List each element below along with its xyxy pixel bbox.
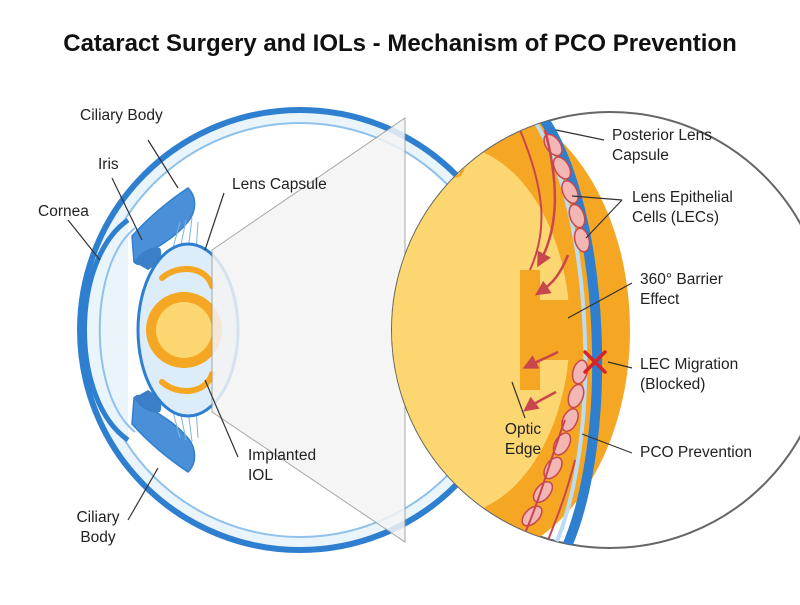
label-line: Posterior Lens bbox=[612, 127, 712, 144]
blocked-x-icon bbox=[583, 350, 607, 374]
zoom-detail bbox=[391, 111, 800, 549]
lec-cells-upper bbox=[543, 133, 591, 253]
label-line: PCO Prevention bbox=[640, 444, 752, 461]
label-optic-edge: Optic Edge bbox=[494, 420, 552, 460]
label-line: LEC Migration bbox=[640, 356, 739, 373]
label-lens-epithelial-cells: Lens Epithelial Cells (LECs) bbox=[632, 188, 733, 228]
label-line: Implanted bbox=[248, 447, 317, 464]
label-line: Cells (LECs) bbox=[632, 209, 719, 226]
implanted-iol-shape bbox=[146, 265, 222, 395]
label-line: Cornea bbox=[38, 203, 89, 220]
label-line: Body bbox=[80, 529, 116, 546]
label-barrier-effect: 360° Barrier Effect bbox=[640, 270, 723, 310]
label-pco-prevention: PCO Prevention bbox=[640, 443, 752, 463]
label-cornea: Cornea bbox=[38, 202, 89, 222]
label-posterior-lens-capsule: Posterior Lens Capsule bbox=[612, 126, 712, 166]
capsule-fibers bbox=[519, 129, 576, 548]
label-line: Optic bbox=[504, 421, 542, 438]
migration-arrows bbox=[522, 129, 570, 412]
label-line: Lens Epithelial bbox=[632, 189, 733, 206]
label-lec-migration: LEC Migration (Blocked) bbox=[640, 355, 738, 395]
label-line: Effect bbox=[640, 291, 680, 308]
label-line: Ciliary bbox=[76, 509, 120, 526]
label-iris: Iris bbox=[98, 155, 119, 175]
label-line: Ciliary Body bbox=[80, 107, 163, 124]
label-ciliary-body-bottom: Ciliary Body bbox=[66, 508, 130, 548]
label-line: Iris bbox=[98, 156, 119, 173]
cornea-shape bbox=[82, 217, 130, 443]
leader-lines bbox=[67, 129, 633, 521]
label-line: Capsule bbox=[612, 147, 669, 164]
label-lens-capsule: Lens Capsule bbox=[232, 175, 327, 195]
label-ciliary-body-top: Ciliary Body bbox=[80, 106, 163, 126]
diagram-title: Cataract Surgery and IOLs - Mechanism of… bbox=[63, 30, 737, 57]
label-implanted-iol: Implanted IOL bbox=[248, 446, 316, 486]
label-line: 360° Barrier bbox=[640, 271, 723, 288]
label-line: Lens Capsule bbox=[232, 176, 327, 193]
label-line: (Blocked) bbox=[640, 376, 706, 393]
label-line: Edge bbox=[504, 441, 542, 458]
label-line: IOL bbox=[248, 467, 273, 484]
zoom-cone bbox=[211, 117, 406, 543]
